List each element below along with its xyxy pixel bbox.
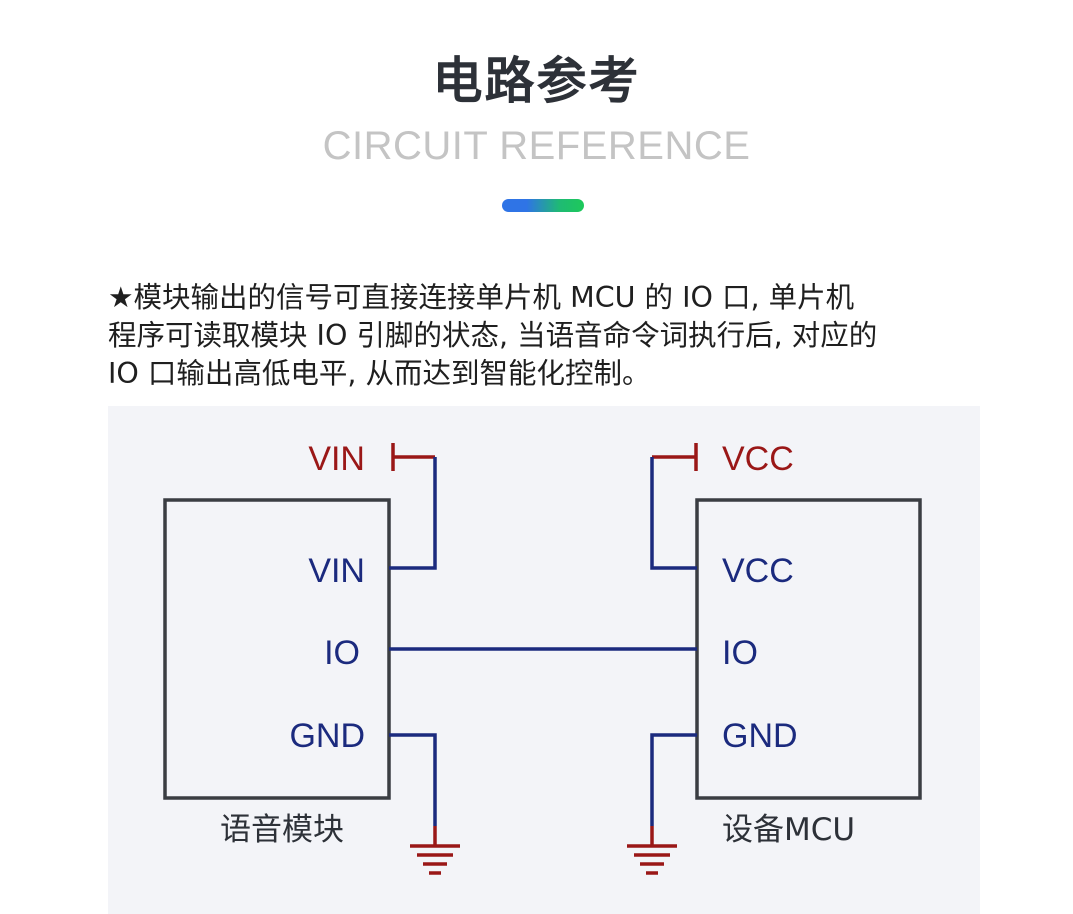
left-ground-symbol [410,826,460,875]
description-line: IO 口输出高低电平, 从而达到智能化控制。 [108,357,651,390]
voice-module-name: 语音模块 [220,812,344,848]
left-pin-label: VIN [308,552,365,590]
mcu-name: 设备MCU [722,812,855,848]
description-line: ★模块输出的信号可直接连接单片机 MCU 的 IO 口, 单片机 [108,281,855,314]
vcc-power-terminal [652,443,698,471]
vcc-power-label: VCC [722,440,794,478]
circuit-diagram: VIN VCC VIN IO GND VCC IO GND 语音模块 设备MCU [108,406,980,914]
description-text: ★模块输出的信号可直接连接单片机 MCU 的 IO 口, 单片机 程序可读取模块… [108,279,988,393]
vin-power-label: VIN [308,440,365,478]
right-ground-symbol [627,826,677,875]
left-pin-label: IO [324,634,360,672]
vcc-wire [650,457,697,570]
right-pin-label: IO [722,634,758,672]
vin-power-terminal [391,443,435,471]
right-gnd-wire [650,733,697,826]
left-gnd-wire [389,733,437,826]
vin-wire [389,457,437,570]
description-line: 程序可读取模块 IO 引脚的状态, 当语音命令词执行后, 对应的 [108,319,878,352]
right-pin-label: GND [722,717,798,755]
right-pin-label: VCC [722,552,794,590]
title-accent-bar [502,199,584,212]
circuit-diagram-svg: VIN VCC VIN IO GND VCC IO GND 语音模块 设备MCU [163,440,922,875]
page-title: 电路参考 [432,52,641,110]
left-pin-label: GND [289,717,365,755]
page-subtitle: CIRCUIT REFERENCE [322,124,751,168]
